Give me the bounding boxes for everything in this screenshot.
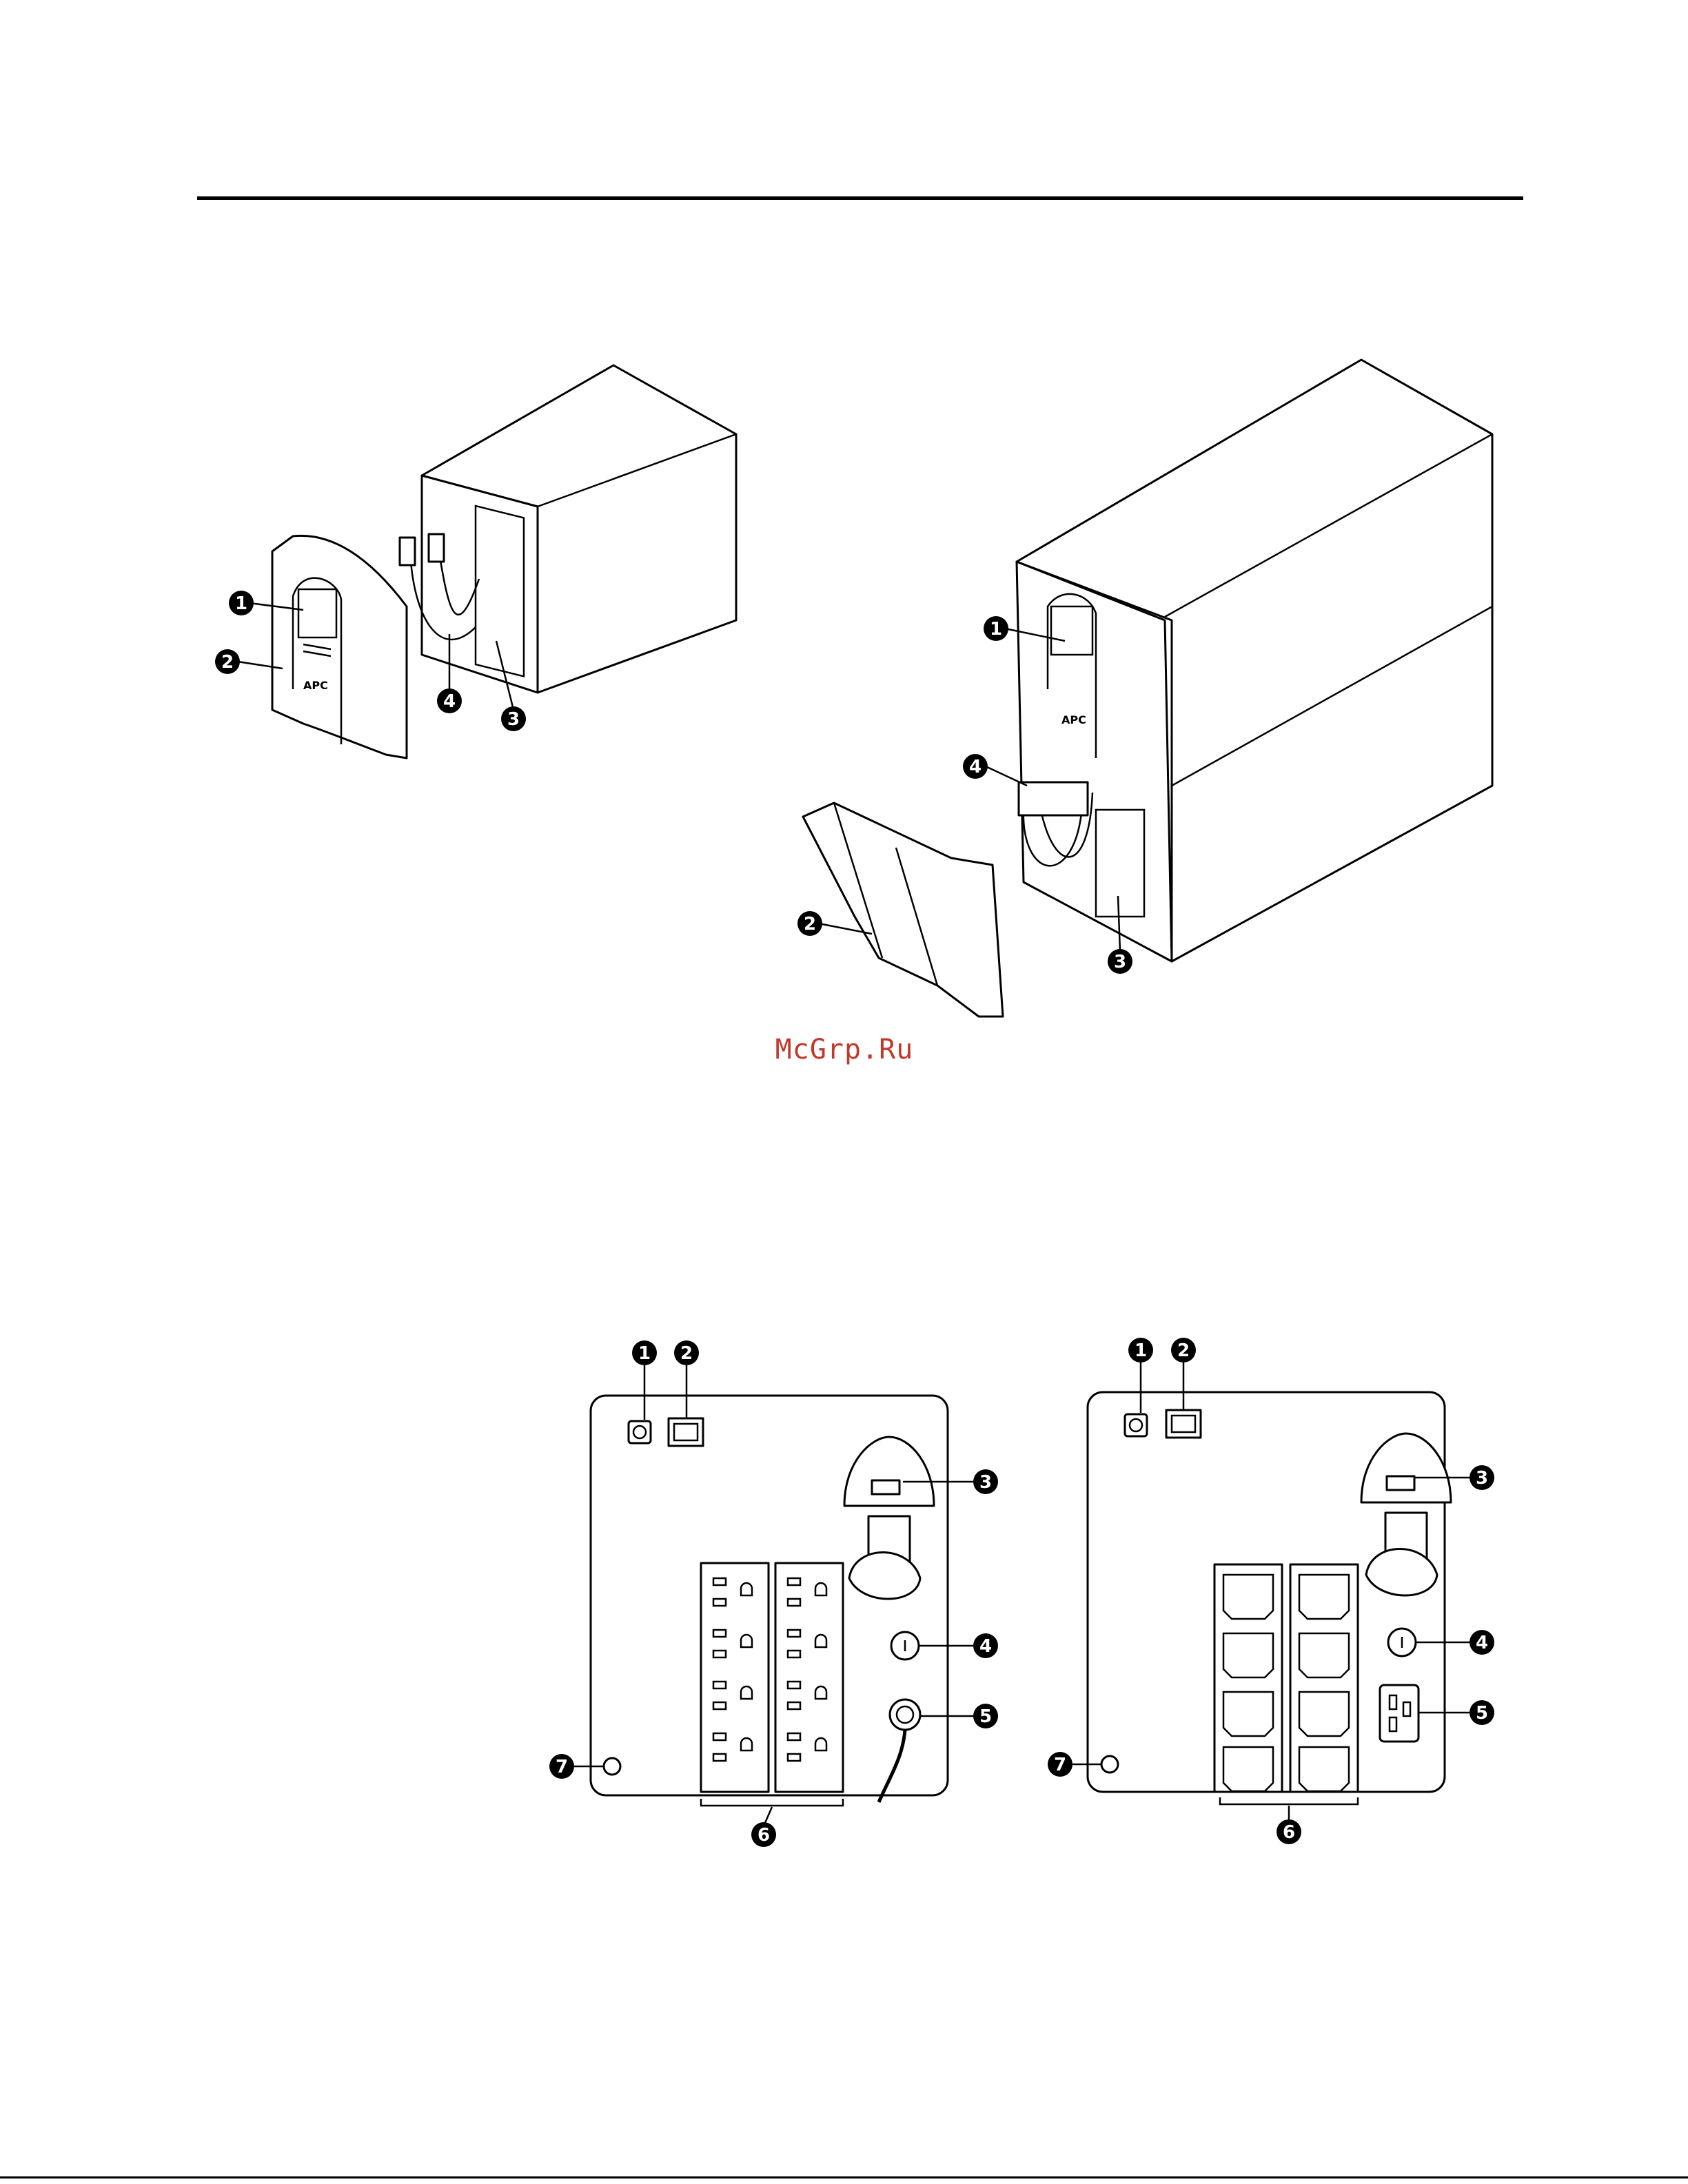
- callout-front-large-4: 4: [963, 754, 1027, 786]
- svg-text:1: 1: [1135, 1340, 1147, 1361]
- svg-text:1: 1: [235, 593, 247, 614]
- footer-rule: [0, 2176, 1688, 2178]
- outlet-bank-2: [775, 1563, 843, 1792]
- svg-text:4: 4: [1476, 1633, 1488, 1653]
- breaker-mount-icon: [872, 1480, 899, 1494]
- callout-rear-left-6: 6: [751, 1807, 776, 1847]
- chassis-front-face: [422, 476, 538, 693]
- svg-text:6: 6: [757, 1825, 770, 1846]
- svg-text:7: 7: [556, 1757, 568, 1777]
- chassis-front-large: [1017, 562, 1172, 961]
- svg-text:4: 4: [979, 1636, 992, 1657]
- svg-text:7: 7: [1054, 1755, 1066, 1775]
- brand-logo: APC: [303, 679, 328, 692]
- svg-text:5: 5: [979, 1706, 992, 1727]
- front-bezel-large: [803, 803, 1003, 1017]
- svg-text:4: 4: [969, 757, 982, 777]
- svg-text:2: 2: [804, 914, 816, 935]
- battery-connector-large: [1019, 782, 1088, 815]
- outlet-bank-1: [701, 1563, 769, 1792]
- svg-text:1: 1: [638, 1343, 651, 1364]
- figure-front-large: APC: [803, 360, 1492, 1017]
- svg-text:1: 1: [990, 619, 1002, 640]
- ground-screw: [604, 1758, 620, 1775]
- svg-text:2: 2: [1177, 1340, 1190, 1361]
- figure-rear-left: [591, 1396, 948, 1806]
- usb-port-right[interactable]: [1125, 1414, 1147, 1436]
- svg-text:3: 3: [507, 709, 520, 730]
- brand-logo-large: APC: [1061, 713, 1086, 726]
- figure-front-small: APC: [272, 365, 736, 758]
- svg-text:4: 4: [443, 691, 456, 712]
- svg-text:2: 2: [680, 1343, 693, 1364]
- svg-text:3: 3: [1114, 952, 1126, 972]
- svg-text:6: 6: [1283, 1822, 1295, 1843]
- svg-text:3: 3: [979, 1472, 992, 1493]
- ground-screw-right: [1101, 1756, 1118, 1773]
- svg-text:5: 5: [1476, 1703, 1488, 1724]
- usb-port[interactable]: [629, 1421, 651, 1443]
- watermark-text: McGrp.Ru: [772, 1034, 917, 1065]
- figure-rear-right: [1088, 1392, 1451, 1804]
- svg-text:3: 3: [1476, 1468, 1488, 1489]
- battery-connector: [400, 538, 415, 565]
- iec-power-inlet: [1380, 1685, 1418, 1742]
- power-inlet: [890, 1700, 920, 1730]
- svg-text:2: 2: [221, 652, 234, 673]
- callout-rear-right-6: 6: [1277, 1806, 1301, 1844]
